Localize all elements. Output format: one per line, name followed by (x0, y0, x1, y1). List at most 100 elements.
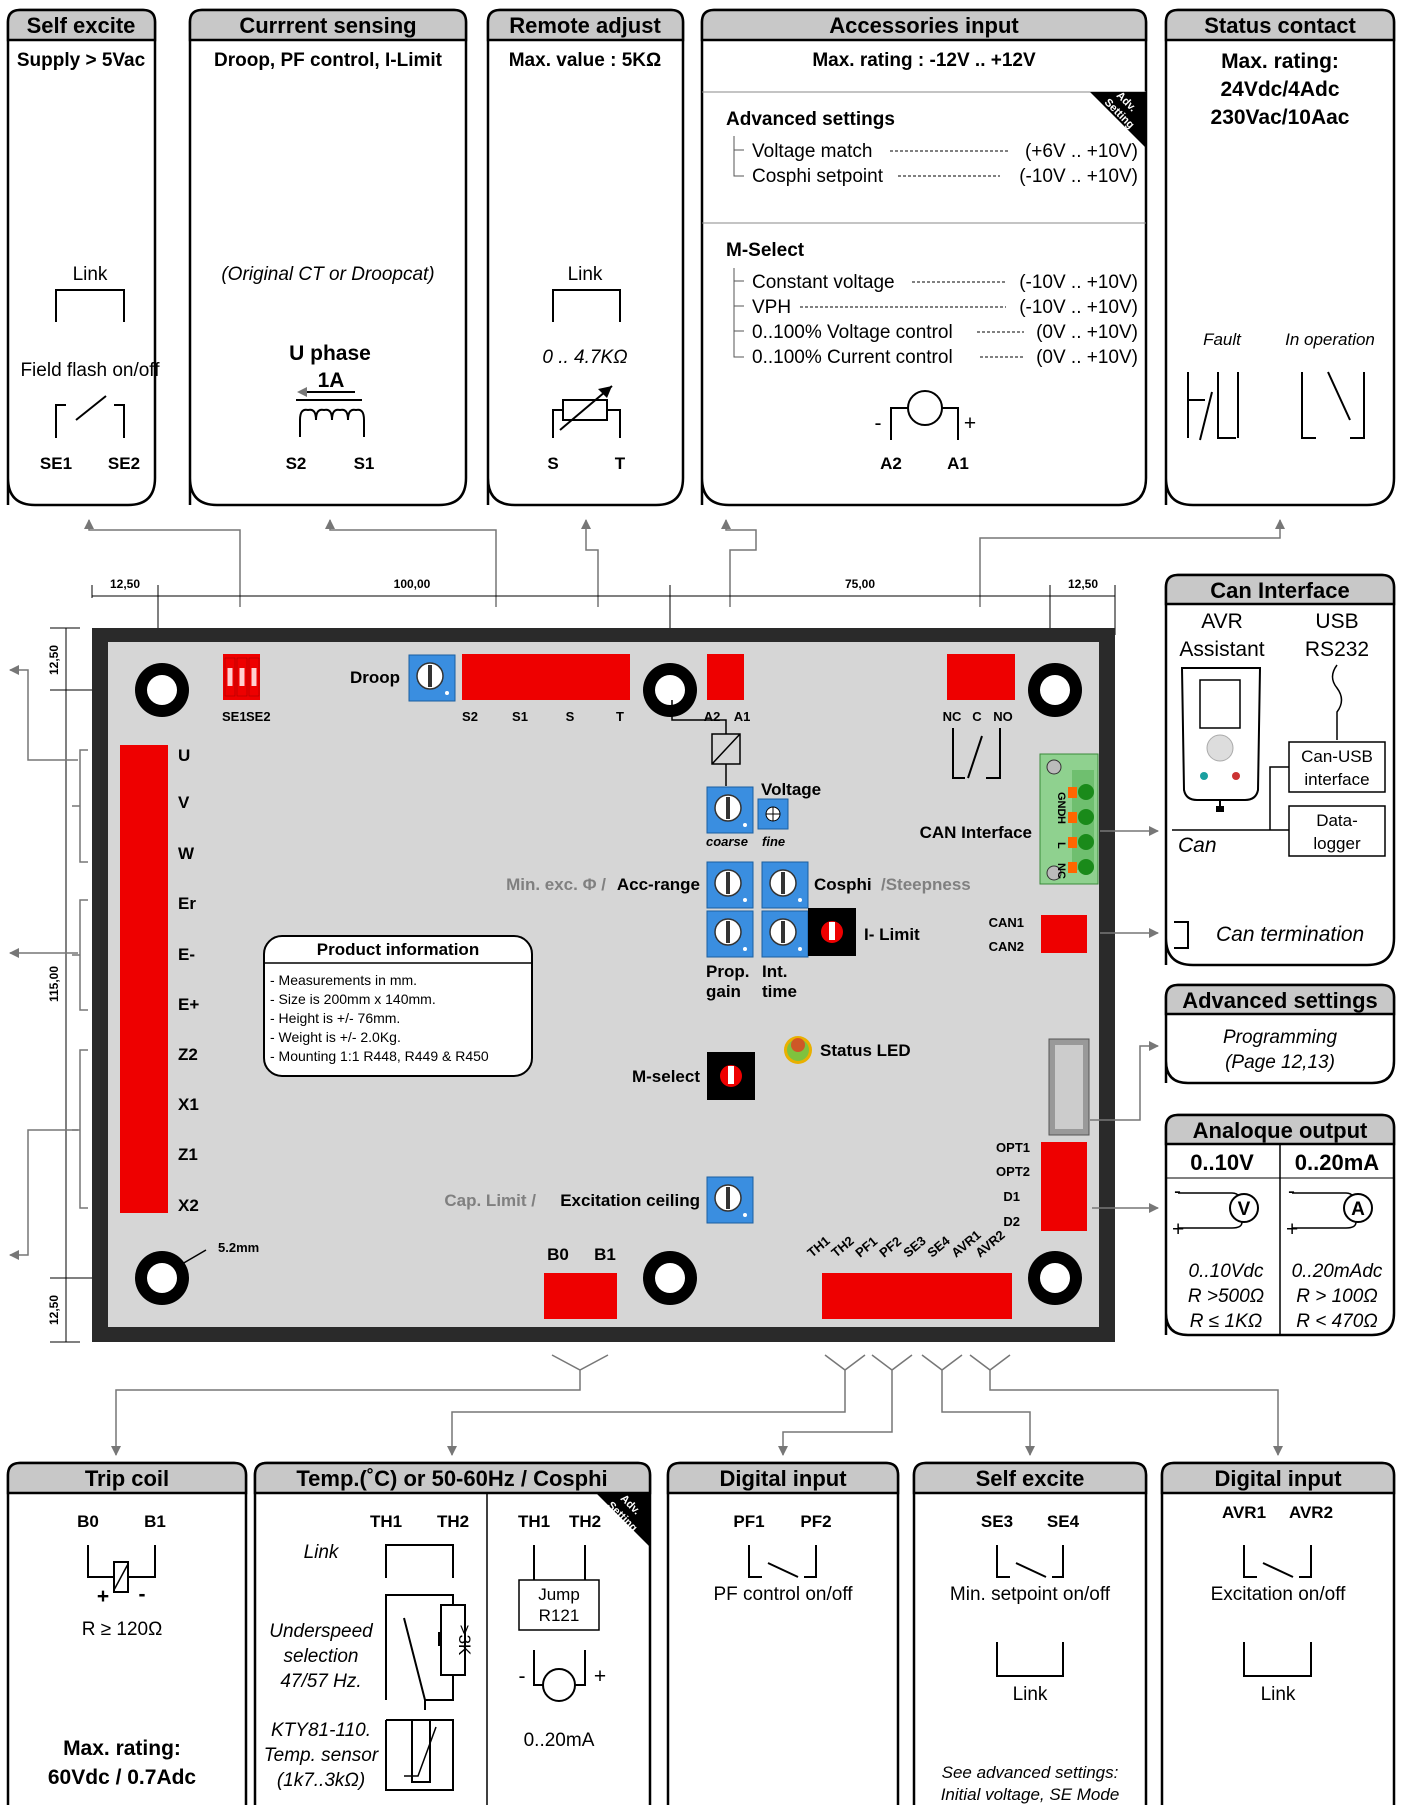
terminal-a1: A1 (947, 454, 969, 473)
int-time-pot[interactable] (761, 910, 809, 958)
rating-line: 60Vdc / 0.7Adc (48, 1766, 197, 1789)
minus-sign: - (519, 1665, 526, 1688)
term-label: E+ (178, 995, 199, 1014)
dimension-lines (50, 585, 1116, 1343)
avr-label: AVR (1201, 610, 1243, 633)
voltage-coarse-pot[interactable] (706, 786, 754, 834)
minus-sign: - (1288, 1180, 1295, 1203)
plus-sign: + (1172, 1218, 1184, 1241)
terminal-block-trip (544, 1273, 617, 1319)
mselect-item-range: (-10V .. +10V) (1019, 272, 1138, 293)
adv-item-range: (-10V .. +10V) (1019, 166, 1138, 187)
label-excitation-ceiling: Excitation ceiling (560, 1191, 700, 1210)
label-prop: Prop. (706, 962, 749, 981)
mselect-item-range: (0V .. +10V) (1036, 322, 1138, 343)
terminal-th2: TH2 (437, 1512, 469, 1531)
terminal-s2: S2 (286, 454, 307, 473)
can-termination-label: Can termination (1216, 923, 1364, 946)
datalogger-label: Data- (1316, 811, 1358, 830)
voltage-fine-pot[interactable] (757, 798, 789, 830)
mounting-hole (135, 1251, 189, 1305)
label-status-led: Status LED (820, 1041, 911, 1060)
terminal-block-se (223, 654, 260, 700)
programming-label: Programming (1223, 1027, 1337, 1048)
rating-line: Max. rating: (63, 1737, 181, 1760)
dim-label: 12,50 (47, 1295, 61, 1325)
panel-current-sensing: Currrent sensing Droop, PF control, I-Li… (188, 8, 468, 507)
datalogger-label: logger (1313, 834, 1361, 853)
panel-title: Remote adjust (509, 13, 661, 38)
terminal-block-bottom (822, 1273, 1012, 1319)
min-setpoint-label: Min. setpoint on/off (950, 1584, 1111, 1605)
link-label: Link (304, 1542, 340, 1563)
usb-label: RS232 (1305, 638, 1369, 661)
can-usb-box (1288, 741, 1386, 793)
usb-label: USB (1315, 610, 1358, 633)
ammeter-symbol: A (1351, 1199, 1365, 1220)
panel-digital-input-avr: Digital input AVR1 AVR2 Excitation on/of… (1160, 1461, 1396, 1805)
mselect-item-label: VPH (752, 297, 791, 318)
label-t: T (616, 709, 624, 724)
label-a2: A2 (704, 709, 721, 724)
can-usb-label: interface (1304, 770, 1369, 789)
panel-subtitle: Max. value : 5KΩ (509, 50, 662, 71)
resistor-label: >3K (455, 1625, 474, 1656)
acc-range-pot[interactable] (706, 861, 754, 909)
spec-line: R > 100Ω (1296, 1286, 1378, 1307)
connection-lines (84, 519, 1285, 607)
terminal-a2: A2 (880, 454, 902, 473)
prop-gain-pot[interactable] (706, 910, 754, 958)
terminal-b0: B0 (77, 1512, 99, 1531)
mselect-item-label: 0..100% Voltage control (752, 322, 953, 343)
link-label: Link (1013, 1684, 1048, 1705)
panel-title: Advanced settings (1182, 988, 1378, 1013)
terminal-block-a (707, 654, 744, 700)
product-line: - Weight is +/- 2.0Kg. (270, 1029, 401, 1045)
ct-note: (Original CT or Droopcat) (221, 264, 434, 285)
label-opt2: OPT2 (996, 1164, 1030, 1179)
plus-sign: + (97, 1585, 109, 1608)
mselect-item-range: (0V .. +10V) (1036, 347, 1138, 368)
cosphi-pot[interactable] (761, 861, 809, 909)
term-label: Z1 (178, 1145, 198, 1164)
rating-line: Max. rating: (1221, 50, 1339, 73)
spec-line: R < 470Ω (1296, 1311, 1378, 1332)
excitation-ceiling-pot[interactable] (706, 1176, 754, 1224)
can-usb-label: Can-USB (1301, 747, 1373, 766)
dim-label: 100,00 (394, 577, 431, 591)
see-advanced-note: Initial voltage, SE Mode (941, 1785, 1120, 1804)
status-led (784, 1036, 812, 1064)
label-droop: Droop (350, 668, 400, 687)
label-opt1: OPT1 (996, 1140, 1030, 1155)
can-pin-label: NC (1055, 863, 1067, 879)
term-label: E- (178, 945, 195, 964)
droop-pot[interactable] (408, 654, 456, 702)
plus-sign: + (964, 412, 976, 435)
minus-sign: - (875, 412, 882, 435)
panel-title: Self excite (27, 13, 136, 38)
panel-digital-input-pf: Digital input PF1 PF2 PF control on/off (666, 1461, 900, 1805)
mounting-hole (643, 1251, 697, 1305)
mselect-rotary-switch[interactable] (707, 1052, 755, 1100)
label-acc-range: Acc-range (617, 875, 700, 894)
panel-title: Currrent sensing (239, 13, 416, 38)
underspeed-label: selection (284, 1646, 359, 1667)
nc-c-no-contact (952, 728, 1001, 779)
mounting-hole (643, 663, 697, 717)
panel-can-interface: Can Interface AVR Assistant USB RS232 Ca… (1164, 573, 1396, 967)
product-line: - Measurements in mm. (270, 972, 417, 988)
page-label: (Page 12,13) (1225, 1052, 1335, 1073)
ilimit-rotary-switch[interactable] (808, 908, 856, 956)
terminal-se3: SE3 (981, 1512, 1013, 1531)
can-pin-label: GND (1055, 792, 1067, 817)
adv-item-range: (+6V .. +10V) (1025, 141, 1138, 162)
panel-title: Status contact (1204, 13, 1356, 38)
label-b1: B1 (594, 1245, 616, 1264)
spec-line: 0..10Vdc (1189, 1261, 1264, 1282)
terminal-block-opt (1041, 1142, 1087, 1231)
dim-label: 12,50 (47, 645, 61, 675)
terminal-block-left (120, 745, 168, 1213)
term-label: U (178, 746, 190, 765)
panel-temp-cosphi: Temp.(˚C) or 50-60Hz / Cosphi Adv. Setti… (253, 1461, 652, 1805)
